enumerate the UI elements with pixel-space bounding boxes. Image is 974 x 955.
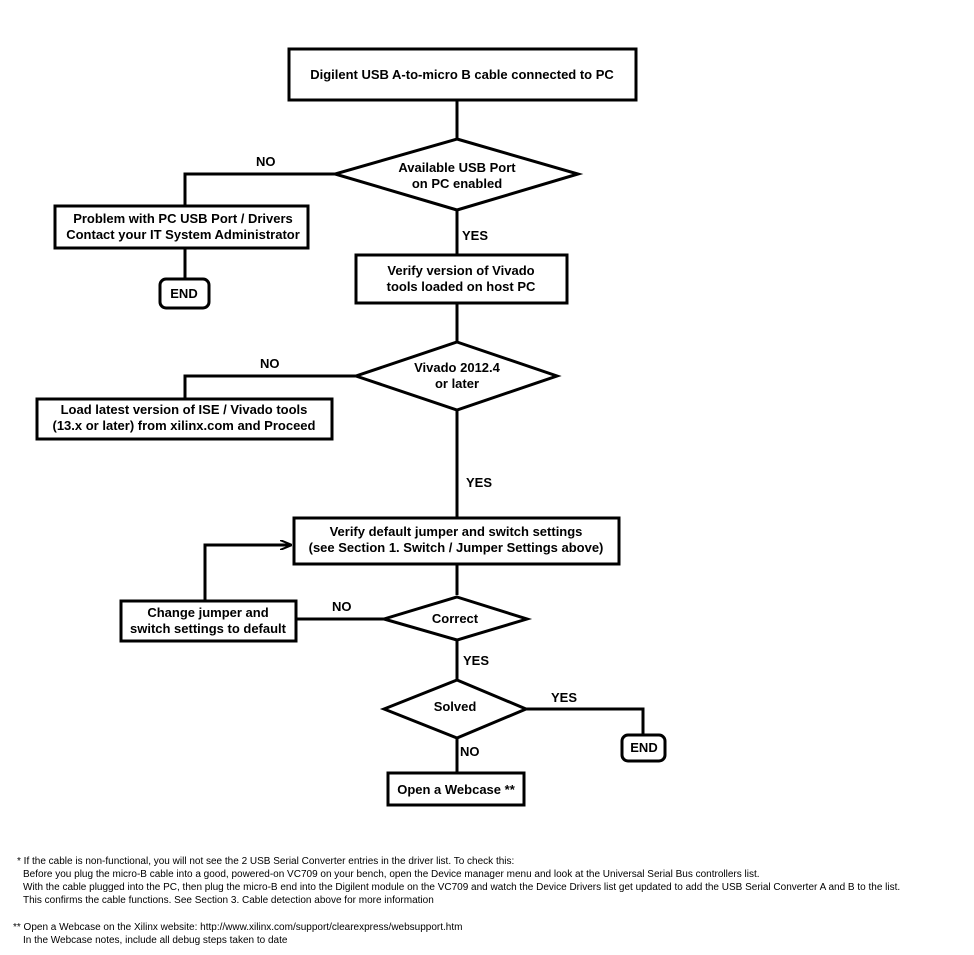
verify-jumper-line-2: (see Section 1. Switch / Jumper Settings… — [309, 540, 604, 555]
end-1-label: END — [170, 286, 197, 301]
footnote-1-line-4: This confirms the cable functions. See S… — [23, 895, 434, 906]
load-tools-box: Load latest version of ISE / Vivado tool… — [35, 397, 334, 441]
connectors — [183, 100, 645, 773]
connector-usb-no — [183, 172, 335, 206]
open-webcase-box: Open a Webcase ** — [386, 771, 526, 807]
label-solved-no: NO — [460, 744, 480, 759]
footnote-2-line-1: ** Open a Webcase on the Xilinx website:… — [13, 922, 463, 933]
vivado-version-decision: Vivado 2012.4 or later — [351, 340, 562, 412]
footnote-2-line-2: In the Webcase notes, include all debug … — [23, 935, 288, 946]
pc-problem-line-1: Problem with PC USB Port / Drivers — [73, 211, 293, 226]
usb-port-line-2: on PC enabled — [412, 176, 502, 191]
end-terminal-2: END — [620, 733, 667, 763]
footnote-1-line-1: * If the cable is non-functional, you wi… — [17, 856, 515, 867]
footnote-webcase: ** Open a Webcase on the Xilinx website:… — [13, 921, 462, 947]
change-jumper-line-1: Change jumper and — [147, 605, 268, 620]
solved-decision: Solved — [379, 678, 530, 740]
connector-vivado-no — [183, 374, 356, 399]
label-vivado-no: NO — [260, 356, 280, 371]
branch-labels: NO YES NO YES NO YES YES NO — [256, 154, 577, 759]
start-box: Digilent USB A-to-micro B cable connecte… — [287, 47, 638, 102]
verify-vivado-box: Verify version of Vivado tools loaded on… — [354, 253, 569, 305]
verify-jumper-box: Verify default jumper and switch setting… — [292, 516, 621, 566]
verify-vivado-line-2: tools loaded on host PC — [387, 279, 536, 294]
load-tools-line-1: Load latest version of ISE / Vivado tool… — [61, 402, 308, 417]
label-usb-yes: YES — [462, 228, 488, 243]
label-vivado-yes: YES — [466, 475, 492, 490]
end-2-label: END — [630, 740, 657, 755]
label-correct-no: NO — [332, 599, 352, 614]
vivado-version-line-1: Vivado 2012.4 — [414, 360, 501, 375]
troubleshooting-flowchart: Digilent USB A-to-micro B cable connecte… — [35, 47, 667, 807]
label-usb-no: NO — [256, 154, 276, 169]
change-jumper-line-2: switch settings to default — [130, 621, 287, 636]
footnote-cable-check: * If the cable is non-functional, you wi… — [17, 855, 900, 907]
footnote-1-line-2: Before you plug the micro-B cable into a… — [23, 869, 760, 880]
verify-jumper-line-1: Verify default jumper and switch setting… — [330, 524, 583, 539]
label-correct-yes: YES — [463, 653, 489, 668]
start-box-label: Digilent USB A-to-micro B cable connecte… — [310, 67, 614, 82]
change-jumper-box: Change jumper and switch settings to def… — [119, 599, 298, 643]
usb-port-line-1: Available USB Port — [398, 160, 516, 175]
correct-decision: Correct — [378, 595, 533, 642]
end-terminal-1: END — [158, 277, 211, 310]
vivado-version-line-2: or later — [435, 376, 479, 391]
verify-vivado-line-1: Verify version of Vivado — [387, 263, 534, 278]
pc-problem-line-2: Contact your IT System Administrator — [66, 227, 300, 242]
footnote-1-line-3: With the cable plugged into the PC, then… — [23, 882, 901, 893]
solved-label: Solved — [434, 699, 477, 714]
pc-usb-problem-box: Problem with PC USB Port / Drivers Conta… — [53, 204, 310, 250]
load-tools-line-2: (13.x or later) from xilinx.com and Proc… — [53, 418, 316, 433]
connector-solved-yes — [526, 707, 645, 735]
label-solved-yes: YES — [551, 690, 577, 705]
usb-port-decision: Available USB Port on PC enabled — [329, 137, 584, 212]
webcase-label: Open a Webcase ** — [397, 782, 515, 797]
connector-change-loop-back — [203, 545, 291, 601]
correct-label: Correct — [432, 611, 479, 626]
